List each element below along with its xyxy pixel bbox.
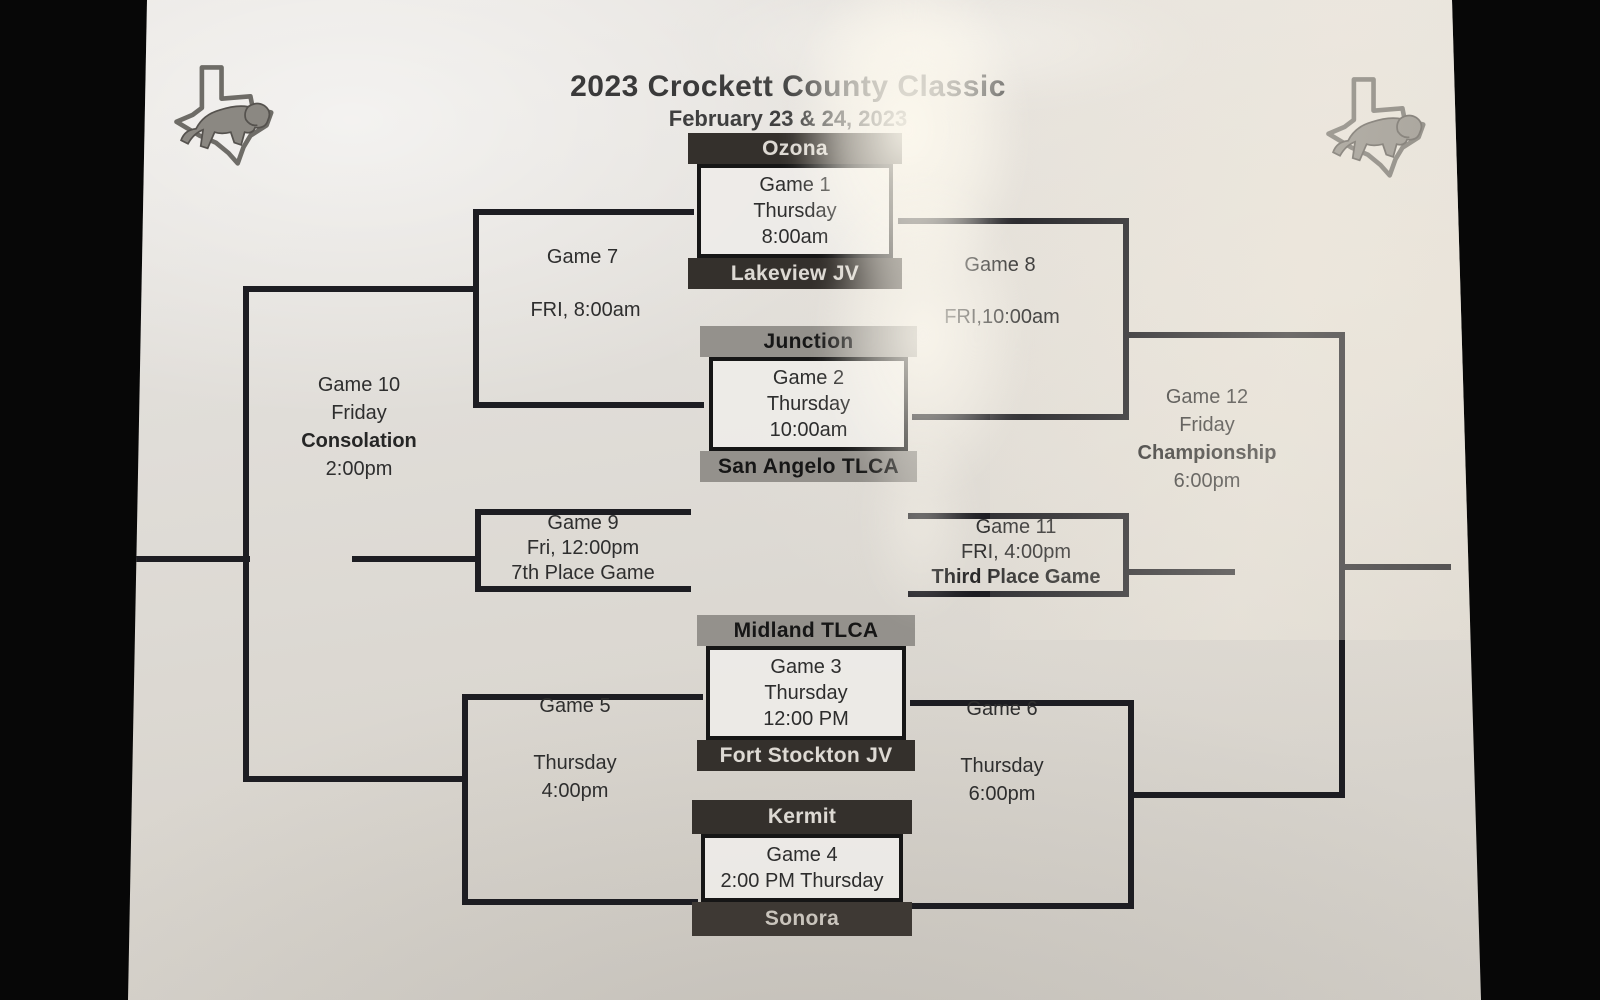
game6-winner-line bbox=[1128, 792, 1345, 798]
team-bar-junction: Junction bbox=[700, 326, 917, 357]
game2-day: Thursday bbox=[766, 393, 851, 415]
game10-note: Consolation bbox=[301, 430, 417, 452]
team-bar-midland-tlca: Midland TLCA bbox=[697, 615, 915, 646]
game11-note: Third Place Game bbox=[931, 566, 1101, 588]
team-bar-san-angelo-tlca: San Angelo TLCA bbox=[700, 451, 917, 482]
game8-top-line bbox=[898, 218, 1129, 224]
game9-box-left-line bbox=[475, 509, 481, 592]
game2-number: Game 2 bbox=[772, 367, 845, 389]
game11-box-top-line bbox=[908, 513, 1129, 519]
game9-note: 7th Place Game bbox=[511, 562, 655, 584]
game8-bottom-line bbox=[912, 414, 1129, 420]
team-bar-ozona: Ozona bbox=[688, 133, 902, 164]
team-bar-kermit: Kermit bbox=[692, 800, 912, 834]
game6-top-line bbox=[910, 700, 1134, 706]
game8-winner-line bbox=[1123, 332, 1345, 338]
match-details-game3: Game 3 Thursday 12:00 PM bbox=[706, 646, 906, 740]
game5-schedule: Thursday 4:00pm bbox=[495, 749, 655, 805]
game9-box-top-line bbox=[475, 509, 691, 515]
game5-day: Thursday bbox=[533, 752, 617, 774]
game9-name: Game 9 bbox=[547, 512, 619, 534]
game2-time: 10:00am bbox=[769, 419, 848, 441]
game9-feed-line bbox=[352, 556, 481, 562]
game7-time: FRI, 8:00am bbox=[530, 299, 641, 321]
game6-vertical-line bbox=[1128, 700, 1134, 909]
team-bar-fort-stockton-jv: Fort Stockton JV bbox=[697, 740, 915, 771]
game6-time: 6:00pm bbox=[968, 783, 1036, 805]
match-details-game2: Game 2 Thursday 10:00am bbox=[709, 357, 908, 451]
game10-top-line bbox=[243, 286, 479, 292]
texas-lion-logo-right bbox=[1326, 77, 1426, 178]
game10-time: 2:00pm bbox=[325, 458, 393, 480]
game3-number: Game 3 bbox=[770, 656, 842, 678]
game10-label: Game 10 Friday Consolation 2:00pm bbox=[278, 371, 440, 483]
game11-box-right-line bbox=[1123, 513, 1129, 597]
game11-label: Game 11 FRI, 4:00pm Third Place Game bbox=[910, 515, 1122, 590]
game5-top-line bbox=[462, 694, 703, 700]
game10-bottom-line bbox=[243, 776, 468, 782]
game5-vertical-line bbox=[462, 694, 468, 905]
game1-number: Game 1 bbox=[759, 174, 831, 196]
game7-vertical-line bbox=[473, 209, 479, 408]
match-details-game1: Game 1 Thursday 8:00am bbox=[697, 164, 893, 258]
game3-day: Thursday bbox=[764, 682, 848, 704]
game5-label: Game 5 bbox=[539, 695, 611, 717]
champion-output-line bbox=[1339, 564, 1451, 570]
game3-time: 12:00 PM bbox=[763, 708, 849, 730]
game9-box-bottom-line bbox=[475, 586, 691, 592]
game6-schedule: Thursday 6:00pm bbox=[922, 752, 1082, 808]
game10-name: Game 10 bbox=[317, 374, 401, 396]
game11-box-bottom-line bbox=[908, 591, 1129, 597]
left-edge-feed-line bbox=[128, 556, 250, 562]
game7-label: Game 7 bbox=[546, 246, 619, 268]
game7-bottom-line bbox=[473, 402, 704, 408]
texas-lion-logo-left bbox=[174, 65, 274, 166]
game4-time: 2:00 PM Thursday bbox=[720, 870, 884, 892]
tournament-title: 2023 Crockett County Classic bbox=[570, 70, 1006, 103]
game5-bottom-line bbox=[462, 899, 698, 905]
team-bar-sonora: Sonora bbox=[692, 902, 912, 936]
game8-time: FRI,10:00am bbox=[944, 306, 1060, 328]
game4-number: Game 4 bbox=[766, 844, 838, 866]
game12-day: Friday bbox=[1179, 414, 1235, 436]
game11-winner-line bbox=[1129, 569, 1235, 575]
game5-time: 4:00pm bbox=[541, 780, 609, 802]
game6-label: Game 6 bbox=[966, 698, 1038, 720]
game11-name: Game 11 bbox=[975, 516, 1057, 538]
match-box-game3: Midland TLCA Game 3 Thursday 12:00 PM Fo… bbox=[697, 615, 915, 771]
match-details-game4: Game 4 2:00 PM Thursday bbox=[701, 834, 903, 902]
game9-time: Fri, 12:00pm bbox=[526, 537, 640, 559]
game8-vertical-line bbox=[1123, 218, 1129, 420]
match-box-game2: Junction Game 2 Thursday 10:00am San Ang… bbox=[700, 326, 917, 482]
game12-note: Championship bbox=[1137, 442, 1277, 464]
game7-top-line bbox=[473, 209, 694, 215]
game6-day: Thursday bbox=[960, 755, 1044, 777]
game8-label: Game 8 bbox=[964, 254, 1036, 276]
game11-time: FRI, 4:00pm bbox=[960, 541, 1072, 563]
team-bar-lakeview-jv: Lakeview JV bbox=[688, 258, 902, 289]
game1-time: 8:00am bbox=[761, 226, 829, 248]
game1-day: Thursday bbox=[753, 200, 837, 222]
game9-label: Game 9 Fri, 12:00pm 7th Place Game bbox=[477, 511, 689, 586]
game12-time: 6:00pm bbox=[1173, 470, 1241, 492]
game12-name: Game 12 bbox=[1165, 386, 1249, 408]
game10-day: Friday bbox=[331, 402, 387, 424]
match-box-game1: Ozona Game 1 Thursday 8:00am Lakeview JV bbox=[688, 133, 902, 289]
tournament-dates: February 23 & 24, 2023 bbox=[668, 106, 908, 131]
match-box-game4: Kermit Game 4 2:00 PM Thursday Sonora bbox=[692, 800, 912, 936]
game6-bottom-line bbox=[908, 903, 1134, 909]
game10-vertical-line bbox=[243, 286, 249, 782]
game12-label: Game 12 Friday Championship 6:00pm bbox=[1124, 383, 1290, 495]
